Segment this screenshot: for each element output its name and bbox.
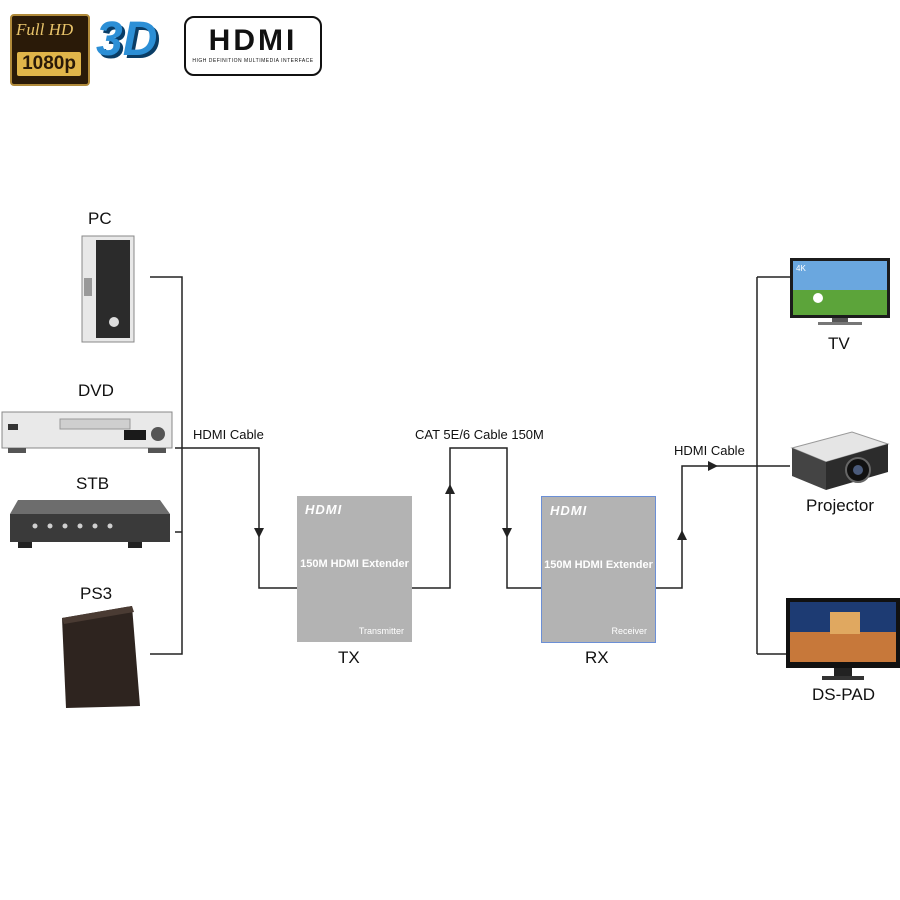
arrow-up-cat (445, 484, 455, 494)
set-top-box-icon (10, 500, 170, 548)
link-cable-label: CAT 5E/6 Cable 150M (415, 427, 544, 442)
full-hd-badge: Full HD 1080p (10, 14, 90, 86)
output-cable-label: HDMI Cable (674, 443, 745, 458)
source-bus-line (150, 276, 183, 655)
monitor-icon (786, 598, 900, 680)
hdmi-logo-text: HDMI (208, 24, 298, 57)
tx-hdmi-logo: HDMI (305, 502, 343, 517)
projector-icon (790, 431, 890, 490)
arrow-down-input (254, 528, 264, 538)
source-label-ps3: PS3 (80, 584, 113, 603)
arrow-right-output (708, 461, 718, 471)
hdmi-tagline: HIGH DEFINITION MULTIMEDIA INTERFACE (192, 58, 314, 64)
source-label-stb: STB (76, 474, 110, 493)
input-hdmi-line (182, 447, 297, 589)
tx-role: Transmitter (358, 626, 404, 636)
full-hd-text: Full HD (16, 20, 74, 39)
display-label-projector: Projector (806, 496, 875, 515)
3d-badge: 3D (96, 13, 158, 66)
tx-label: TX (338, 648, 360, 667)
receiver-box: HDMI 150M HDMI Extender Receiver (541, 496, 656, 643)
transmitter-box: HDMI 150M HDMI Extender Transmitter (297, 496, 412, 642)
rx-title: 150M HDMI Extender (544, 559, 653, 571)
tv-4k-tag: 4K (796, 264, 806, 273)
display-bus-line (756, 276, 790, 655)
resolution-text: 1080p (17, 52, 81, 76)
dvd-player-icon (1, 411, 173, 453)
pc-tower-icon (81, 235, 135, 343)
rx-role: Receiver (611, 626, 647, 636)
tv-icon: 4K (790, 258, 890, 325)
source-label-dvd: DVD (78, 381, 114, 400)
display-label-ds-pad: DS-PAD (812, 685, 875, 704)
source-label-pc: PC (88, 209, 112, 228)
rx-label: RX (585, 648, 609, 667)
tx-title: 150M HDMI Extender (300, 558, 409, 570)
display-label-tv: TV (828, 334, 850, 353)
game-console-icon (62, 606, 140, 708)
arrow-down-cat (502, 528, 512, 538)
rx-hdmi-logo: HDMI (550, 503, 588, 518)
arrow-up-output (677, 530, 687, 540)
hdmi-logo-badge: HDMI HIGH DEFINITION MULTIMEDIA INTERFAC… (184, 16, 322, 76)
output-hdmi-line (655, 465, 757, 589)
input-cable-label: HDMI Cable (193, 427, 264, 442)
cat-cable-line (412, 447, 541, 589)
